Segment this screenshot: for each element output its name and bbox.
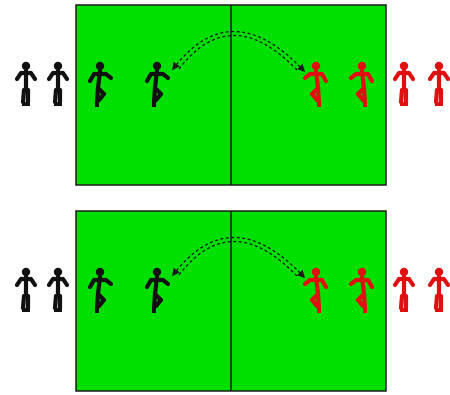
player-black-2 [46, 61, 70, 106]
pass-arc [172, 30, 306, 73]
player-red-3 [392, 61, 416, 106]
player-black-1 [14, 267, 38, 312]
pass-arc [172, 236, 306, 279]
player-red-2 [348, 267, 375, 313]
player-black-1 [14, 61, 38, 106]
player-red-1 [302, 61, 329, 107]
player-black-4 [144, 267, 171, 313]
player-red-4 [427, 61, 450, 106]
player-red-1 [302, 267, 329, 313]
player-black-3 [87, 267, 114, 313]
drill-diagram-1 [14, 4, 450, 186]
player-red-2 [348, 61, 375, 107]
player-black-2 [46, 267, 70, 312]
player-black-4 [144, 61, 171, 107]
player-red-4 [427, 267, 450, 312]
player-black-3 [87, 61, 114, 107]
player-red-3 [392, 267, 416, 312]
drill-diagram-2 [14, 210, 450, 392]
